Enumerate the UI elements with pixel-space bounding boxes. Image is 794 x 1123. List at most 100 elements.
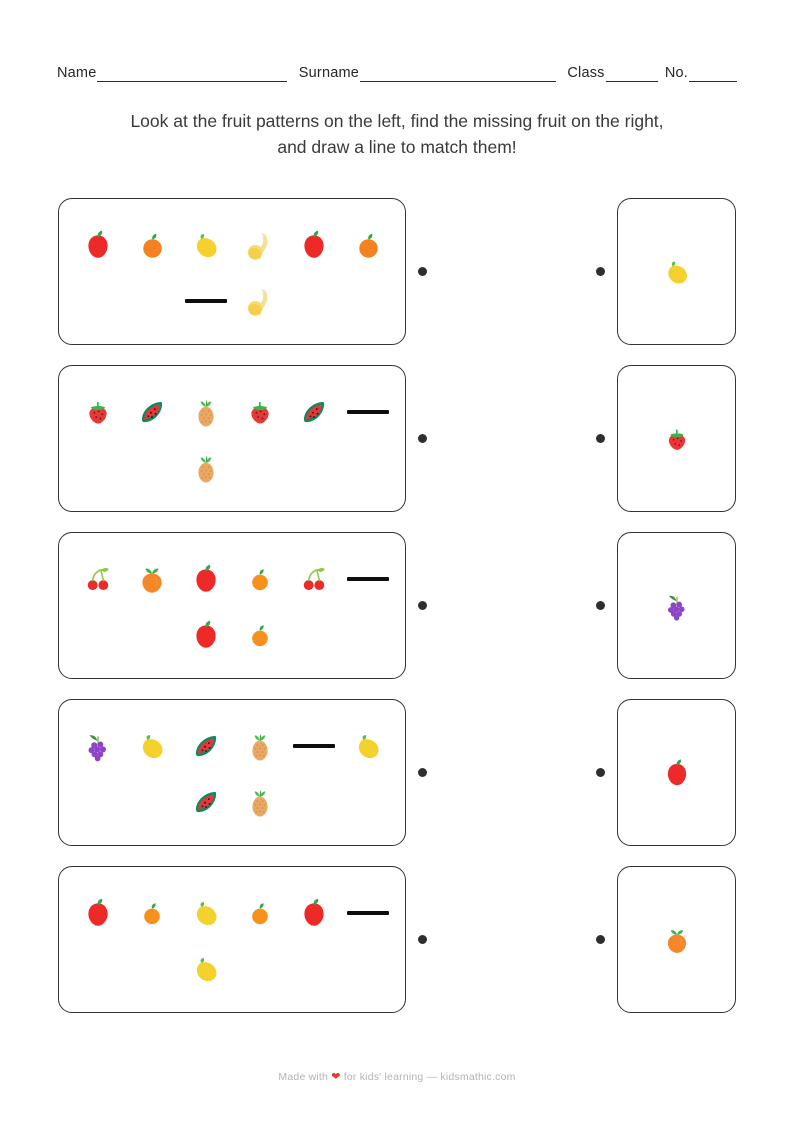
lemon-icon [341,719,395,773]
orange-icon [341,218,395,272]
match-dot-left[interactable] [418,267,427,276]
empty-slot [287,608,341,662]
watermelon-icon [179,719,233,773]
apple-icon [287,218,341,272]
missing-fruit-blank[interactable] [341,552,395,606]
match-dot-right[interactable] [596,267,605,276]
pattern-slot-grid [71,217,395,329]
empty-slot [125,441,179,495]
class-input-rule[interactable] [605,69,658,82]
strawberry-icon [660,422,694,456]
empty-slot [71,274,125,328]
empty-slot [71,608,125,662]
pattern-card [58,365,406,512]
peach-icon [125,552,179,606]
class-field[interactable]: Class [567,65,658,82]
empty-slot [125,942,179,996]
worksheet-row [0,699,794,848]
lemon-icon [125,719,179,773]
match-dot-left[interactable] [418,935,427,944]
instruction-text: Look at the fruit patterns on the left, … [0,108,794,161]
heart-icon: ❤ [331,1071,341,1083]
apple-icon [71,218,125,272]
lemon-icon [179,942,233,996]
orange-icon [125,218,179,272]
answer-card[interactable] [617,866,736,1013]
instruction-line-2: and draw a line to match them! [277,137,517,158]
empty-slot [71,942,125,996]
pattern-slot-grid [71,885,395,997]
answer-card[interactable] [617,365,736,512]
name-input-rule[interactable] [97,69,288,82]
banana-icon [233,274,287,328]
surname-input-rule[interactable] [360,69,557,82]
no-field[interactable]: No. [665,65,737,82]
answer-card[interactable] [617,532,736,679]
footer-credit: Made with ❤ for kids' learning — kidsmat… [0,1070,794,1083]
pattern-card [58,699,406,846]
pineapple-icon [233,775,287,829]
empty-slot [341,441,395,495]
match-dot-left[interactable] [418,601,427,610]
worksheet-row [0,365,794,514]
worksheet-row [0,532,794,681]
peach-icon [658,921,696,959]
lemon-icon [659,254,695,290]
empty-slot [341,274,395,328]
instruction-line-1: Look at the fruit patterns on the left, … [130,111,664,131]
missing-fruit-blank[interactable] [287,719,341,773]
empty-slot [341,775,395,829]
watermelon-icon [179,775,233,829]
empty-slot [125,775,179,829]
missing-fruit-blank[interactable] [341,886,395,940]
tangerine-icon [233,552,287,606]
surname-field[interactable]: Surname [299,65,557,82]
answer-card[interactable] [617,198,736,345]
pattern-card [58,198,406,345]
blank-answer-line[interactable] [347,577,389,581]
lemon-icon [179,886,233,940]
tangerine-icon [125,886,179,940]
missing-fruit-blank[interactable] [179,274,233,328]
pattern-slot-grid [71,551,395,663]
grapes-icon [71,719,125,773]
pattern-card [58,532,406,679]
blank-answer-line[interactable] [293,744,335,748]
empty-slot [71,775,125,829]
blank-answer-line[interactable] [347,410,389,414]
match-dot-right[interactable] [596,601,605,610]
apple-icon [287,886,341,940]
empty-slot [341,942,395,996]
watermelon-icon [125,385,179,439]
lemon-icon [179,218,233,272]
pineapple-icon [179,385,233,439]
worksheet-rows [0,198,794,1033]
worksheet-row [0,866,794,1015]
tangerine-icon [233,608,287,662]
grapes-icon [659,588,695,624]
no-input-rule[interactable] [689,69,737,82]
name-field[interactable]: Name [57,65,288,82]
pattern-slot-grid [71,384,395,496]
answer-card[interactable] [617,699,736,846]
match-dot-left[interactable] [418,434,427,443]
empty-slot [233,441,287,495]
cherries-icon [287,552,341,606]
match-dot-right[interactable] [596,768,605,777]
empty-slot [125,274,179,328]
blank-answer-line[interactable] [185,299,227,303]
blank-answer-line[interactable] [347,911,389,915]
worksheet-row [0,198,794,347]
pineapple-icon [233,719,287,773]
pattern-slot-grid [71,718,395,830]
match-dot-right[interactable] [596,935,605,944]
empty-slot [287,775,341,829]
watermelon-icon [287,385,341,439]
empty-slot [233,942,287,996]
tangerine-icon [233,886,287,940]
missing-fruit-blank[interactable] [341,385,395,439]
match-dot-right[interactable] [596,434,605,443]
match-dot-left[interactable] [418,768,427,777]
pattern-card [58,866,406,1013]
empty-slot [125,608,179,662]
